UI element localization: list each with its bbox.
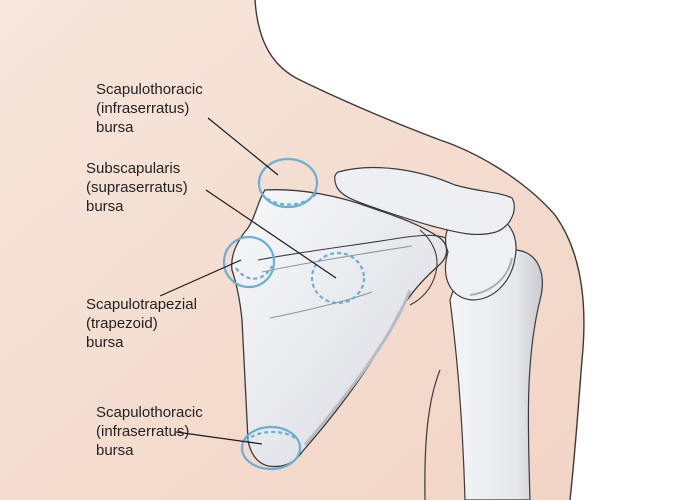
label-line: Scapulothoracic <box>96 404 203 421</box>
label-scapulotrapezial: Scapulotrapezial (trapezoid) bursa <box>86 295 197 352</box>
bursa-scapulothoracic-upper <box>257 157 319 209</box>
label-line: Scapulothoracic <box>96 81 203 98</box>
label-subscapularis: Subscapularis (supraserratus) bursa <box>86 159 188 216</box>
bursa-scapulotrapezial-dashed <box>235 265 273 280</box>
bursa-scapulothoracic-upper-dashed <box>261 193 317 206</box>
clavicle-bone <box>334 166 515 236</box>
bursa-scapulothoracic-lower-dashed <box>245 430 299 443</box>
leader-subscapularis <box>205 189 337 279</box>
label-line: (infraserratus) <box>96 100 190 117</box>
bursa-subscapularis <box>310 251 366 305</box>
scapular-spine-lower <box>261 245 413 273</box>
label-line: (infraserratus) <box>96 423 190 440</box>
label-line: (supraserratus) <box>86 179 188 196</box>
arm-outline <box>439 139 585 500</box>
label-line: bursa <box>86 198 124 215</box>
label-line: bursa <box>96 442 134 459</box>
glenoid-region <box>409 229 438 306</box>
scapula-lateral-edge <box>303 289 412 446</box>
leader-scapulothoracic-lower <box>175 431 263 445</box>
label-line: bursa <box>86 334 124 351</box>
scapula-bone <box>231 189 448 468</box>
scapula-contour <box>269 291 373 319</box>
label-line: (trapezoid) <box>86 315 158 332</box>
bursa-scapulotrapezial <box>222 235 276 289</box>
humeral-head-shadow <box>469 257 513 296</box>
label-line: Subscapularis <box>86 160 181 177</box>
armpit-outline <box>424 369 441 500</box>
bursa-scapulothoracic-lower <box>240 425 302 471</box>
scapular-spine <box>257 234 447 261</box>
label-line: Scapulotrapezial <box>86 296 197 313</box>
label-scapulothoracic-upper: Scapulothoracic (infraserratus) bursa <box>96 80 203 137</box>
neck-outline <box>254 0 441 141</box>
leader-scapulothoracic-upper <box>207 117 279 176</box>
label-scapulothoracic-lower: Scapulothoracic (infraserratus) bursa <box>96 403 203 460</box>
leader-scapulotrapezial <box>159 259 242 297</box>
label-line: bursa <box>96 119 134 136</box>
